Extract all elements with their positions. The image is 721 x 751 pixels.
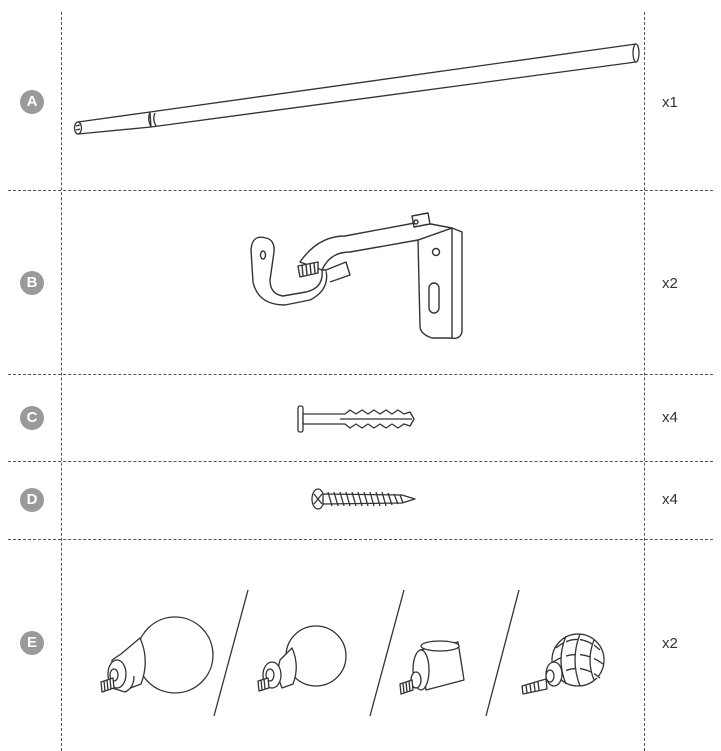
screw-icon [62,482,644,518]
part-quantity: x2 [662,635,678,652]
row-divider [8,539,713,540]
column-divider-left [61,12,62,751]
part-quantity: x1 [662,94,678,111]
ball-finial-small-icon [257,625,347,692]
ball-finial-large-icon [100,616,214,694]
cage-finial-icon [521,633,605,695]
part-letter-badge: B [20,271,44,295]
part-letter-badge: D [20,488,44,512]
part-letter-badge: C [20,406,44,430]
row-divider [8,190,713,191]
part-letter-badge: A [20,90,44,114]
column-divider-right [644,12,645,751]
part-quantity: x2 [662,275,678,292]
part-quantity: x4 [662,491,678,508]
curtain-rod-icon [62,30,644,150]
part-quantity: x4 [662,409,678,426]
row-divider [8,374,713,375]
row-divider [8,461,713,462]
wall-anchor-icon [62,400,644,440]
cylinder-finial-icon [399,640,465,695]
wall-bracket-icon [62,200,644,360]
part-letter-badge: E [20,631,44,655]
finials-illustration [62,580,644,730]
